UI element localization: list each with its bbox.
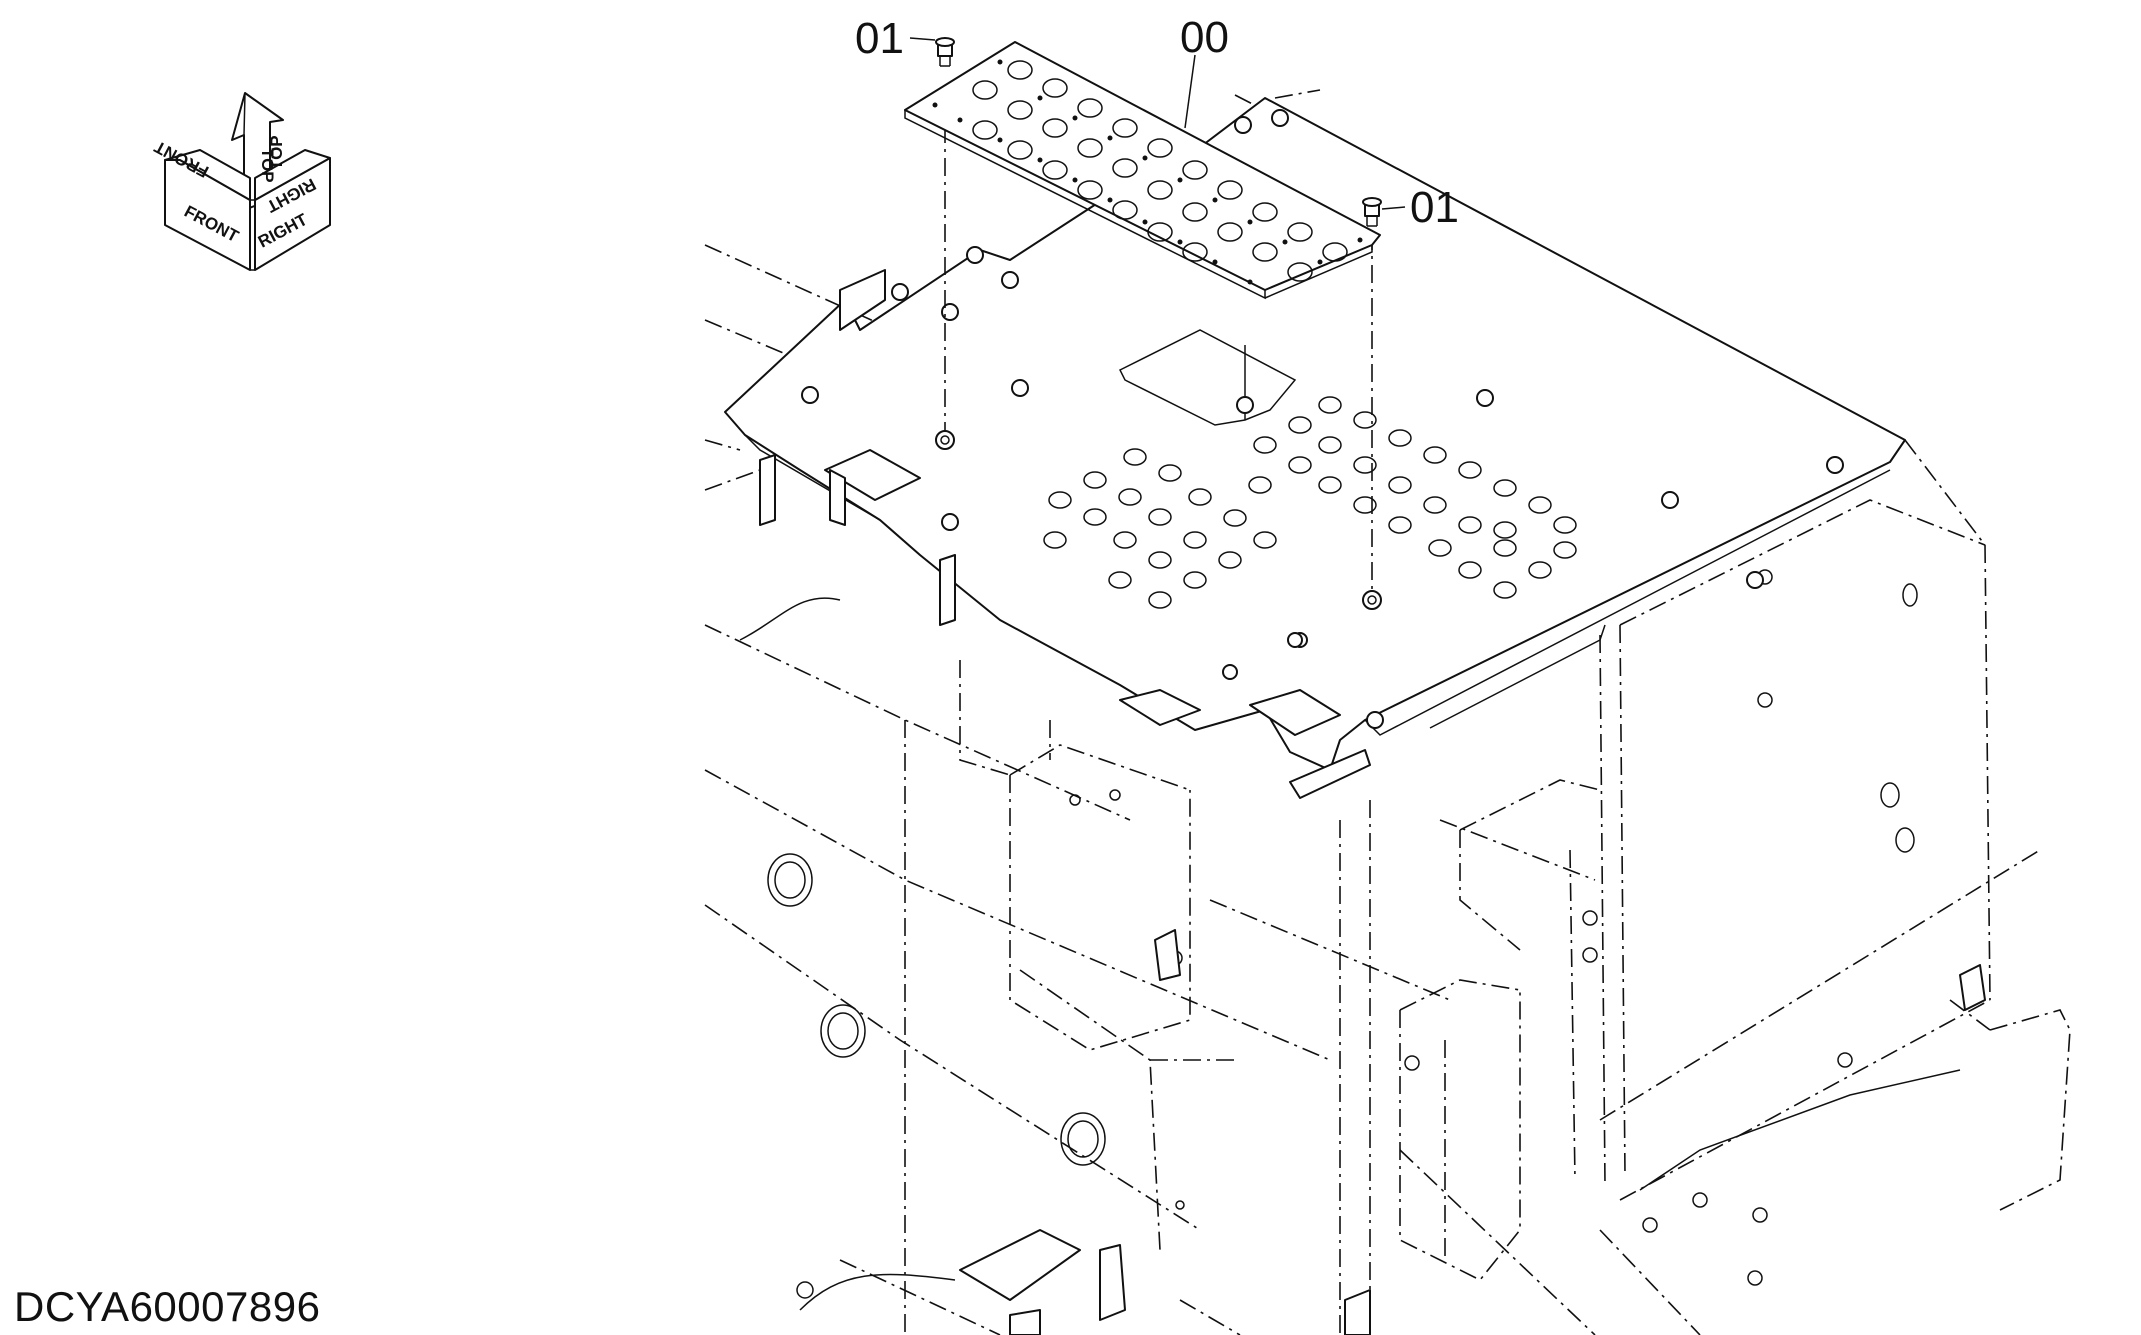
step-plate-holes bbox=[972, 60, 1348, 282]
frame-hole bbox=[827, 1012, 859, 1050]
deck-perforations-right bbox=[1248, 396, 1577, 599]
assembly-center-lines bbox=[935, 92, 1382, 610]
callout-bolt-right: 01 bbox=[1410, 183, 1459, 232]
step-plate-part-00 bbox=[904, 41, 1381, 300]
callout-bolt-left: 01 bbox=[855, 14, 904, 63]
orientation-label-top: TOP bbox=[258, 148, 277, 183]
deck-perforations-left bbox=[1043, 448, 1277, 609]
step-plate-small-holes bbox=[932, 59, 1363, 285]
deck-plate bbox=[724, 97, 1906, 799]
bolt-part-01-right bbox=[1362, 197, 1382, 227]
callout-step-plate: 00 bbox=[1180, 13, 1229, 62]
drawing-document-id: DCYA60007896 bbox=[14, 1283, 321, 1330]
orientation-label-top-mirror: TOP bbox=[267, 135, 286, 170]
frame-hole bbox=[820, 1004, 866, 1058]
frame-hole bbox=[1060, 1112, 1106, 1166]
frame-hole bbox=[767, 853, 813, 907]
orientation-indicator: FRONT FRONT TOP TOP RIGHT RIGHT bbox=[151, 92, 331, 271]
frame-hole bbox=[774, 861, 806, 899]
bolt-part-01-left bbox=[935, 37, 955, 67]
frame-hole bbox=[1067, 1120, 1099, 1158]
leader-lines bbox=[909, 37, 1406, 210]
